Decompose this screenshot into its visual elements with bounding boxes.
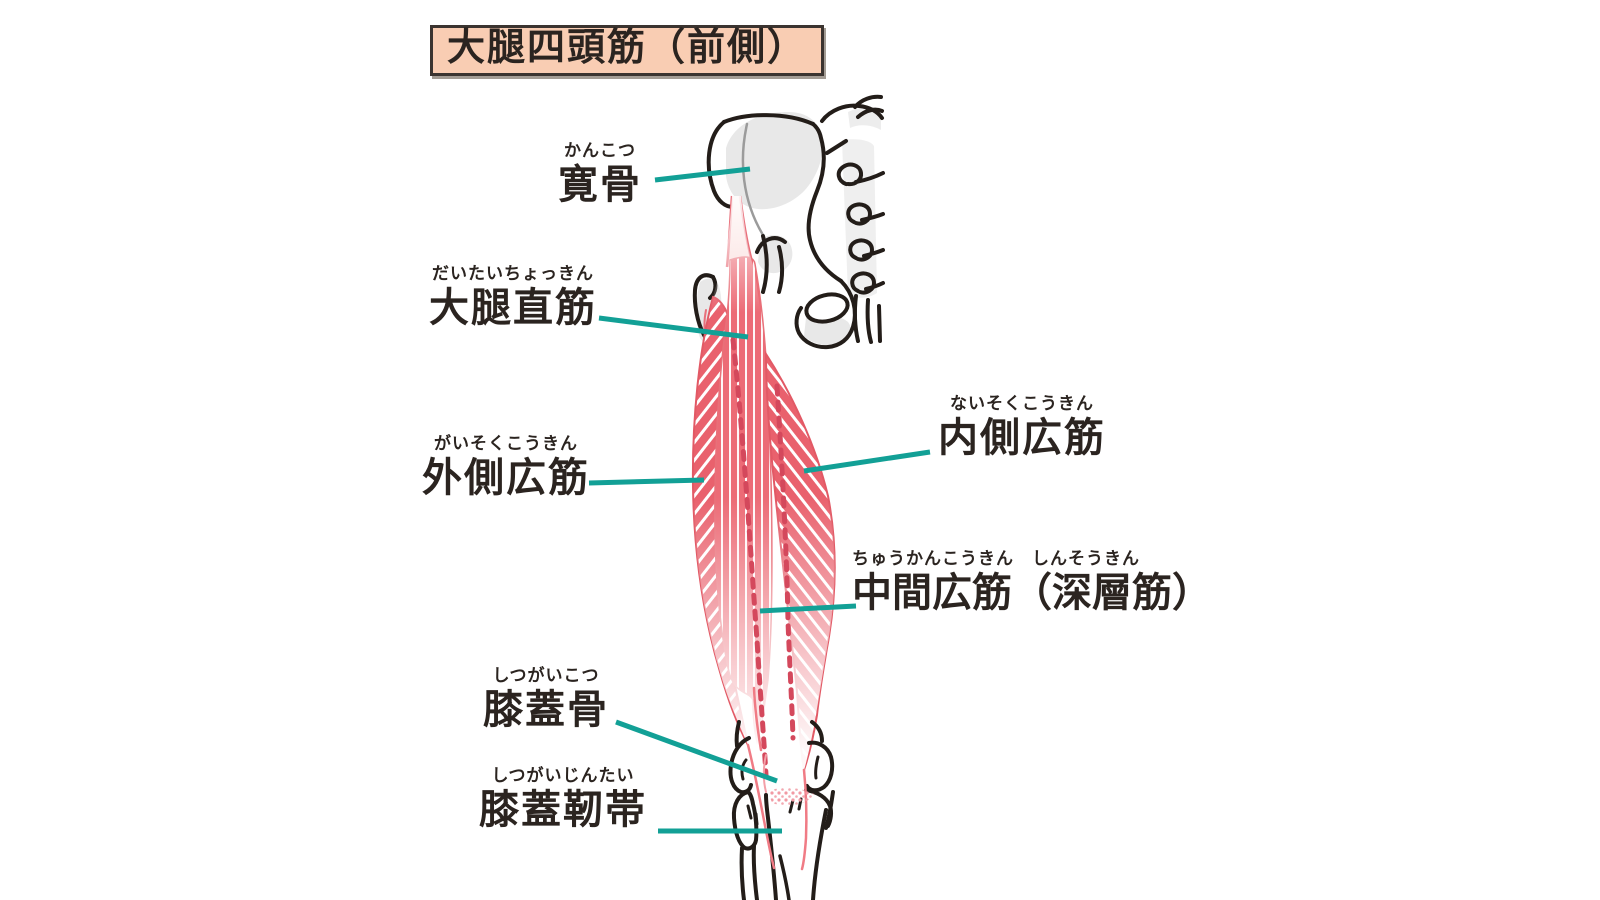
furigana-shitsugaijintai: しつがいじんたい xyxy=(491,766,635,785)
diagram-title: 大腿四頭筋（前側） xyxy=(430,25,825,76)
label-chuukankoukin: ちゅうかんこうきん しんそうきん 中間広筋（深層筋） xyxy=(852,549,1232,617)
text-shitsugaijintai: 膝蓋靭帯 xyxy=(479,788,647,832)
muscle-tendon-fade xyxy=(692,196,835,770)
ilium-sacrum-border xyxy=(806,122,843,283)
trochanter-notch xyxy=(708,275,718,300)
iliac-fossa-line xyxy=(741,122,765,237)
patella-and-ligament xyxy=(746,686,814,871)
fibula-head xyxy=(731,790,759,851)
fibula-shaft xyxy=(739,844,759,900)
patella-stipple-shading xyxy=(768,787,814,806)
ilium-outer-edge xyxy=(706,120,735,209)
fibula-ticks xyxy=(746,804,759,826)
text-naisokukoukin: 内側広筋 xyxy=(938,416,1106,460)
sacrum-ridge-3 xyxy=(846,202,885,226)
condyle-right-detail xyxy=(814,755,820,780)
furigana-gaisokukoukin: がいそくこうきん xyxy=(434,434,578,453)
text-shitsugaikotsu: 膝蓋骨 xyxy=(483,688,609,732)
sacrum-ridge-2 xyxy=(836,162,885,187)
furigana-shitsugaikotsu: しつがいこつ xyxy=(492,666,600,685)
label-shitsugaijintai: しつがいじんたい 膝蓋靭帯 xyxy=(470,766,656,834)
text-gaisokukoukin: 外側広筋 xyxy=(422,456,590,500)
tibia-left-edge xyxy=(764,793,778,900)
furigana-naisokukoukin: ないそくこうきん xyxy=(950,394,1094,413)
sacrum-ridge-1 xyxy=(820,103,884,123)
obturator-foramen xyxy=(804,292,850,324)
iliac-crest xyxy=(722,113,815,126)
label-shitsugaikotsu: しつがいこつ 膝蓋骨 xyxy=(476,666,616,734)
leader-lines xyxy=(588,166,931,834)
tibia-outer-line xyxy=(824,790,835,830)
label-naisokukoukin: ないそくこうきん 内側広筋 xyxy=(934,394,1110,462)
leader-kankotsu xyxy=(654,166,751,183)
acetabulum-line-1 xyxy=(761,234,769,294)
label-daitaichokkin: だいたいちょっきん 大腿直筋 xyxy=(420,264,606,332)
furigana-chuukankoukin: ちゅうかんこうきん しんそうきん xyxy=(852,549,1140,568)
leader-shitsugaikotsu xyxy=(615,719,778,784)
iliac-crest-posterior xyxy=(853,94,884,119)
text-kankotsu: 寛骨 xyxy=(558,163,642,207)
acetabulum-rim xyxy=(755,236,787,254)
label-gaisokukoukin: がいそくこうきん 外側広筋 xyxy=(420,434,592,502)
leader-naisokukoukin xyxy=(803,449,931,474)
patellar-ligament-right-edge xyxy=(800,768,808,871)
quad-tendon-left-line xyxy=(752,686,763,752)
knee-bones xyxy=(728,720,835,900)
label-kankotsu: かんこつ 寛骨 xyxy=(546,141,654,209)
sacrum-ridge-4 xyxy=(848,238,885,262)
text-chuukankoukin: 中間広筋（深層筋） xyxy=(852,571,1212,615)
acetabulum-line-2 xyxy=(777,245,784,294)
leader-gaisokukoukin xyxy=(588,477,705,486)
tibia-ridge-line xyxy=(778,854,791,900)
tibia-right-edge xyxy=(811,808,828,900)
sacrum-ridge-5 xyxy=(850,271,885,295)
text-daitaichokkin: 大腿直筋 xyxy=(429,286,597,330)
leader-daitaichokkin xyxy=(598,315,749,340)
vastus-intermedius-dashed-lines xyxy=(730,337,796,778)
quadriceps-muscles xyxy=(691,195,836,778)
condyle-right-upper xyxy=(810,720,824,743)
furigana-kankotsu: かんこつ xyxy=(564,141,636,160)
femur-edge-left xyxy=(734,720,741,748)
sacrum-tick xyxy=(825,139,848,155)
leader-chuukankoukin xyxy=(759,603,857,614)
patellar-ligament-left-edge xyxy=(746,743,776,870)
furigana-daitaichokkin: だいたいちょっきん xyxy=(432,264,594,283)
coccyx-lines xyxy=(852,294,882,344)
